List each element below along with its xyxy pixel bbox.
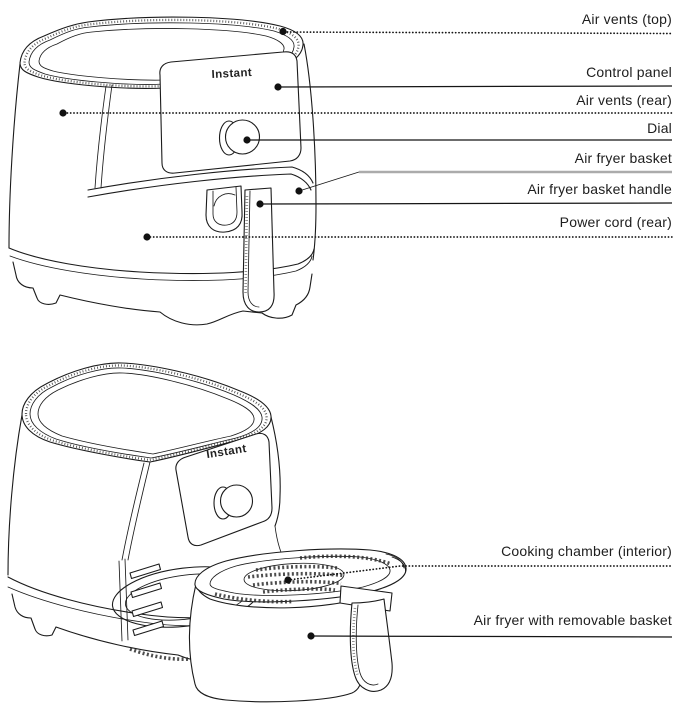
basket-handle-pulled <box>349 598 393 692</box>
top-rim-bottom-figure <box>21 362 272 463</box>
leader-air-fryer-basket <box>295 170 672 195</box>
leader-control-panel <box>274 83 673 91</box>
leader-air-vents-rear <box>59 109 673 117</box>
front-seam-bottom <box>121 462 145 561</box>
dial-knob <box>218 119 261 156</box>
callout-label-air-vents-rear: Air vents (rear) <box>576 92 672 108</box>
leader-basket-handle <box>256 200 673 208</box>
body-left-edge-bottom <box>7 414 23 576</box>
instant-logo-top: Instant <box>211 67 252 81</box>
callout-label-air-vents-top: Air vents (top) <box>581 11 672 27</box>
air-vents-top-rim <box>19 16 304 89</box>
handle-recess <box>205 185 243 233</box>
body-left-edge <box>8 63 21 249</box>
body-right-edge <box>303 43 317 261</box>
callout-label-dial: Dial <box>647 120 672 136</box>
base-and-feet <box>8 247 315 326</box>
callout-label-basket-handle: Air fryer basket handle <box>527 181 672 197</box>
body-right-edge-bottom <box>270 416 281 527</box>
leader-removable-basket <box>307 632 673 640</box>
control-panel: Instant <box>159 51 302 174</box>
chamber-rail <box>131 601 164 618</box>
callout-label-control-panel: Control panel <box>586 64 672 80</box>
air-fryer-basket-seam <box>87 166 314 198</box>
callout-label-air-fryer-basket: Air fryer basket <box>574 150 672 166</box>
control-panel-bottom: Instant <box>175 432 273 547</box>
bottom-figure-basket-removed: Instant <box>7 362 407 703</box>
chamber-rail <box>132 620 165 637</box>
chamber-rail <box>130 582 163 599</box>
leader-air-vents-top <box>279 27 673 36</box>
leader-power-cord <box>143 233 673 241</box>
top-figure-assembled-air-fryer: Instant <box>8 16 317 326</box>
callout-label-removable-basket: Air fryer with removable basket <box>473 612 672 628</box>
front-left-seam <box>94 85 107 189</box>
air-fryer-basket-handle <box>242 187 275 313</box>
leader-cooking-chamber <box>284 565 673 584</box>
basket-front-face <box>188 583 365 703</box>
cooking-chamber-interior <box>111 558 261 661</box>
leader-dial <box>243 136 672 144</box>
callout-label-cooking-chamber: Cooking chamber (interior) <box>501 543 672 559</box>
callout-leaders <box>59 27 673 640</box>
chamber-rail <box>129 563 162 580</box>
removable-basket <box>188 548 407 703</box>
callout-label-power-cord: Power cord (rear) <box>559 214 672 230</box>
